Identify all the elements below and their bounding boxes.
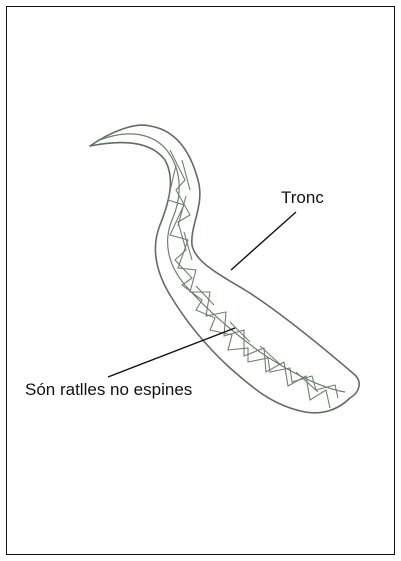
label-stripes-not-thorns: Són ratlles no espines xyxy=(25,381,192,398)
branch-inner-line xyxy=(100,134,345,392)
leader-line-tronc xyxy=(231,212,296,270)
label-tronc: Tronc xyxy=(281,189,324,206)
branch-outline xyxy=(90,125,359,413)
leader-line-ratlles xyxy=(108,328,235,377)
